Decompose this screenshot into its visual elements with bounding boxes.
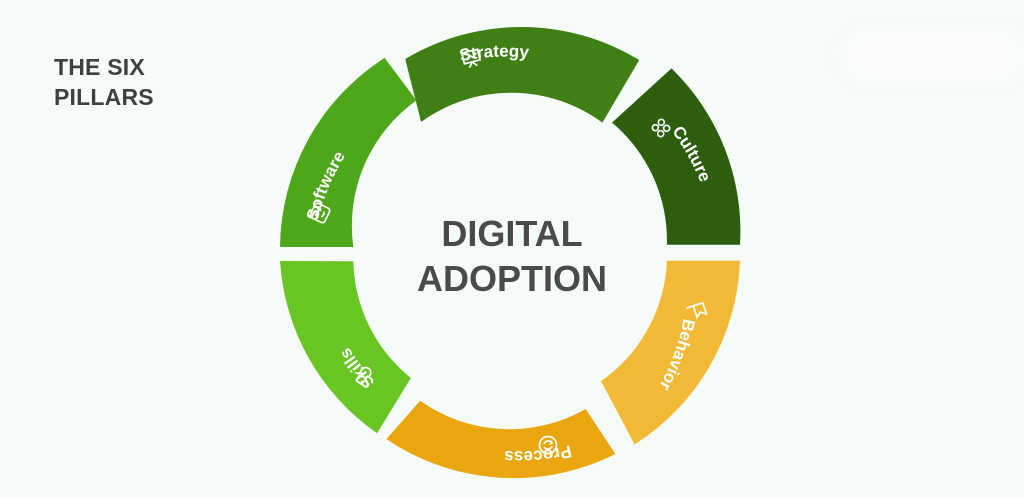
- medal-icon: [355, 366, 372, 386]
- software-window-icon: [309, 202, 331, 224]
- pillar-segment-behavior[interactable]: [601, 260, 740, 445]
- center-title-line-1: DIGITAL: [441, 213, 582, 254]
- pillar-segment-culture[interactable]: [612, 68, 741, 245]
- pillar-segment-process[interactable]: [386, 400, 616, 479]
- ring-segments: [280, 27, 741, 479]
- pillar-segment-software[interactable]: [280, 57, 417, 248]
- center-title-line-2: ADOPTION: [417, 258, 607, 299]
- page-title: THE SIX PILLARS: [54, 52, 154, 112]
- flag-icon: [686, 302, 708, 320]
- page-title-line-2: PILLARS: [54, 84, 154, 110]
- page-title-line-1: THE SIX: [54, 54, 145, 80]
- refresh-cycle-icon: [538, 435, 558, 455]
- decorative-glow: [842, 30, 1024, 82]
- presentation-chart-icon: [460, 48, 482, 69]
- pillar-segment-skills[interactable]: [280, 261, 411, 434]
- people-group-icon: [651, 118, 671, 138]
- pillar-segment-strategy[interactable]: [405, 27, 640, 123]
